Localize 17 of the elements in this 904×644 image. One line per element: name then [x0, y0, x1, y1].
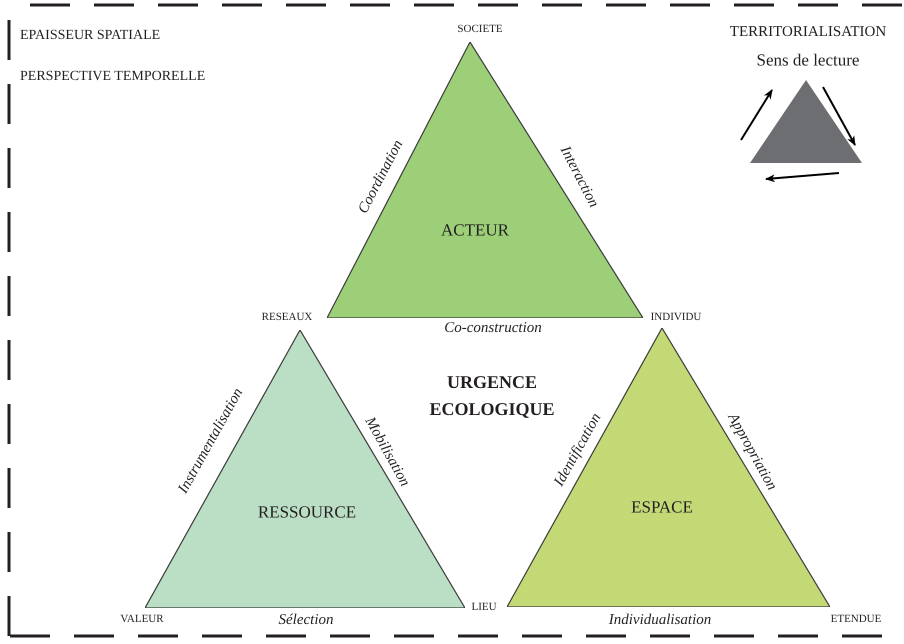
side-label: Sélection [278, 610, 334, 630]
text-label: URGENCE ECOLOGIQUE [428, 371, 555, 419]
node-title: RESSOURCE [258, 501, 356, 524]
vertex-label: ETENDUE [830, 612, 882, 627]
text-label: TERRITORIALISATION [730, 22, 886, 42]
vertex-label: VALEUR [120, 612, 164, 627]
side-label: Individualisation [608, 610, 712, 630]
vertex-label: INDIVIDU [650, 310, 702, 325]
text-label: Sens de lecture [756, 49, 860, 72]
vertex-label: RESEAUX [262, 310, 312, 325]
node-title: ACTEUR [441, 219, 509, 242]
node-title: ESPACE [631, 496, 693, 518]
vertex-label: SOCIETE [457, 22, 503, 37]
side-label: Co-construction [444, 318, 542, 338]
text-label: PERSPECTIVE TEMPORELLE [20, 68, 206, 86]
vertex-label: LIEU [471, 600, 497, 615]
text-label: EPAISSEUR SPATIALE [20, 27, 160, 45]
